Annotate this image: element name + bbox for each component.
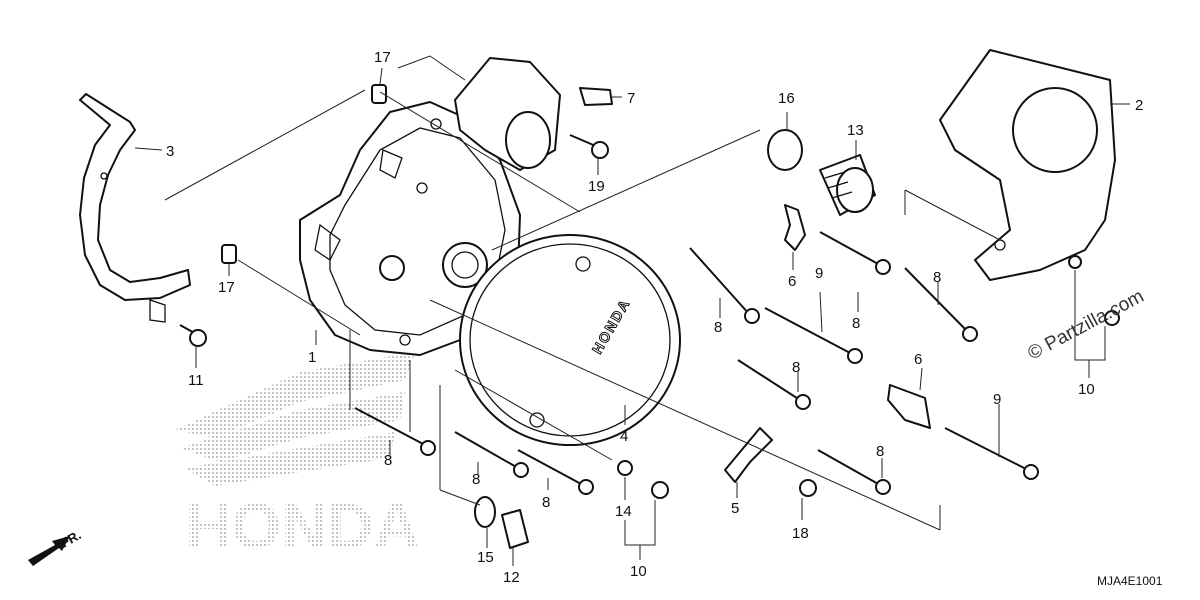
callout-1: 1 (308, 349, 316, 366)
callout-8-h: 8 (542, 494, 550, 511)
front-direction-indicator: FR. (28, 527, 84, 566)
honda-wing-watermark: HONDA (175, 352, 420, 562)
part-12-plug (501, 509, 529, 549)
callout-18: 18 (792, 525, 809, 542)
part-17-collar-upper (371, 84, 387, 104)
callout-8-a: 8 (933, 269, 941, 286)
part-2-side-cover (939, 49, 1116, 281)
callout-labels: 1 2 3 4 5 6 6 7 8 8 8 8 8 8 8 8 9 9 10 1… (166, 49, 1143, 586)
callout-8-e: 8 (876, 443, 884, 460)
callout-17-lower: 17 (218, 279, 235, 296)
part-1-crankcase-cover (299, 101, 521, 356)
callout-10-lower: 10 (630, 563, 647, 580)
callout-14: 14 (615, 503, 632, 520)
callout-3: 3 (166, 143, 174, 160)
part-6-bracket-lower (887, 384, 931, 429)
part-17-collar-lower (221, 244, 237, 264)
direction-arrow-icon (28, 536, 70, 566)
bolts-8-9 (354, 231, 1039, 495)
part-10-bolt-right (1104, 310, 1120, 326)
leader-lines (164, 55, 1001, 531)
callout-8-d: 8 (792, 359, 800, 376)
callout-pointers (134, 67, 1130, 566)
callout-8-c: 8 (714, 319, 722, 336)
part-7-dowel (579, 87, 613, 106)
callout-9-a: 9 (815, 265, 823, 282)
part-3-bracket (79, 93, 191, 323)
callout-7: 7 (627, 90, 635, 107)
part-14-washer (617, 460, 633, 476)
callout-15: 15 (477, 549, 494, 566)
callout-13: 13 (847, 122, 864, 139)
part-4-outer-cover: HONDA (459, 234, 681, 446)
part-18-bolt (799, 479, 817, 497)
callout-9-b: 9 (993, 391, 1001, 408)
part-6-bracket-upper (784, 204, 806, 251)
callout-4: 4 (620, 428, 628, 445)
callout-8-g: 8 (472, 471, 480, 488)
callout-12: 12 (503, 569, 520, 586)
callout-6-upper: 6 (788, 273, 796, 290)
copyright-watermark: © Partzilla.com (1024, 286, 1147, 365)
part-14-washer-right (1068, 255, 1082, 269)
callout-16: 16 (778, 90, 795, 107)
callout-5: 5 (731, 500, 739, 517)
callout-2: 2 (1135, 97, 1143, 114)
part-5-bracket (724, 427, 773, 483)
callout-11: 11 (188, 372, 204, 389)
callout-8-b: 8 (852, 315, 860, 332)
honda-wordmark-watermark: HONDA (185, 490, 420, 562)
part-13-plug (819, 154, 876, 216)
part-15-washer (474, 496, 496, 528)
part-16-oring (767, 129, 803, 171)
callout-6-lower: 6 (914, 351, 922, 368)
upper-housing (454, 57, 561, 171)
callout-17-upper: 17 (374, 49, 391, 66)
part-11-bolt (179, 324, 207, 347)
part-10-bolt-lower (651, 481, 669, 499)
part-19-bolt (569, 134, 609, 159)
diagram-code: MJA4E1001 (1097, 574, 1163, 588)
callout-19: 19 (588, 178, 605, 195)
callout-10-right: 10 (1078, 381, 1095, 398)
callout-8-f: 8 (384, 452, 392, 469)
